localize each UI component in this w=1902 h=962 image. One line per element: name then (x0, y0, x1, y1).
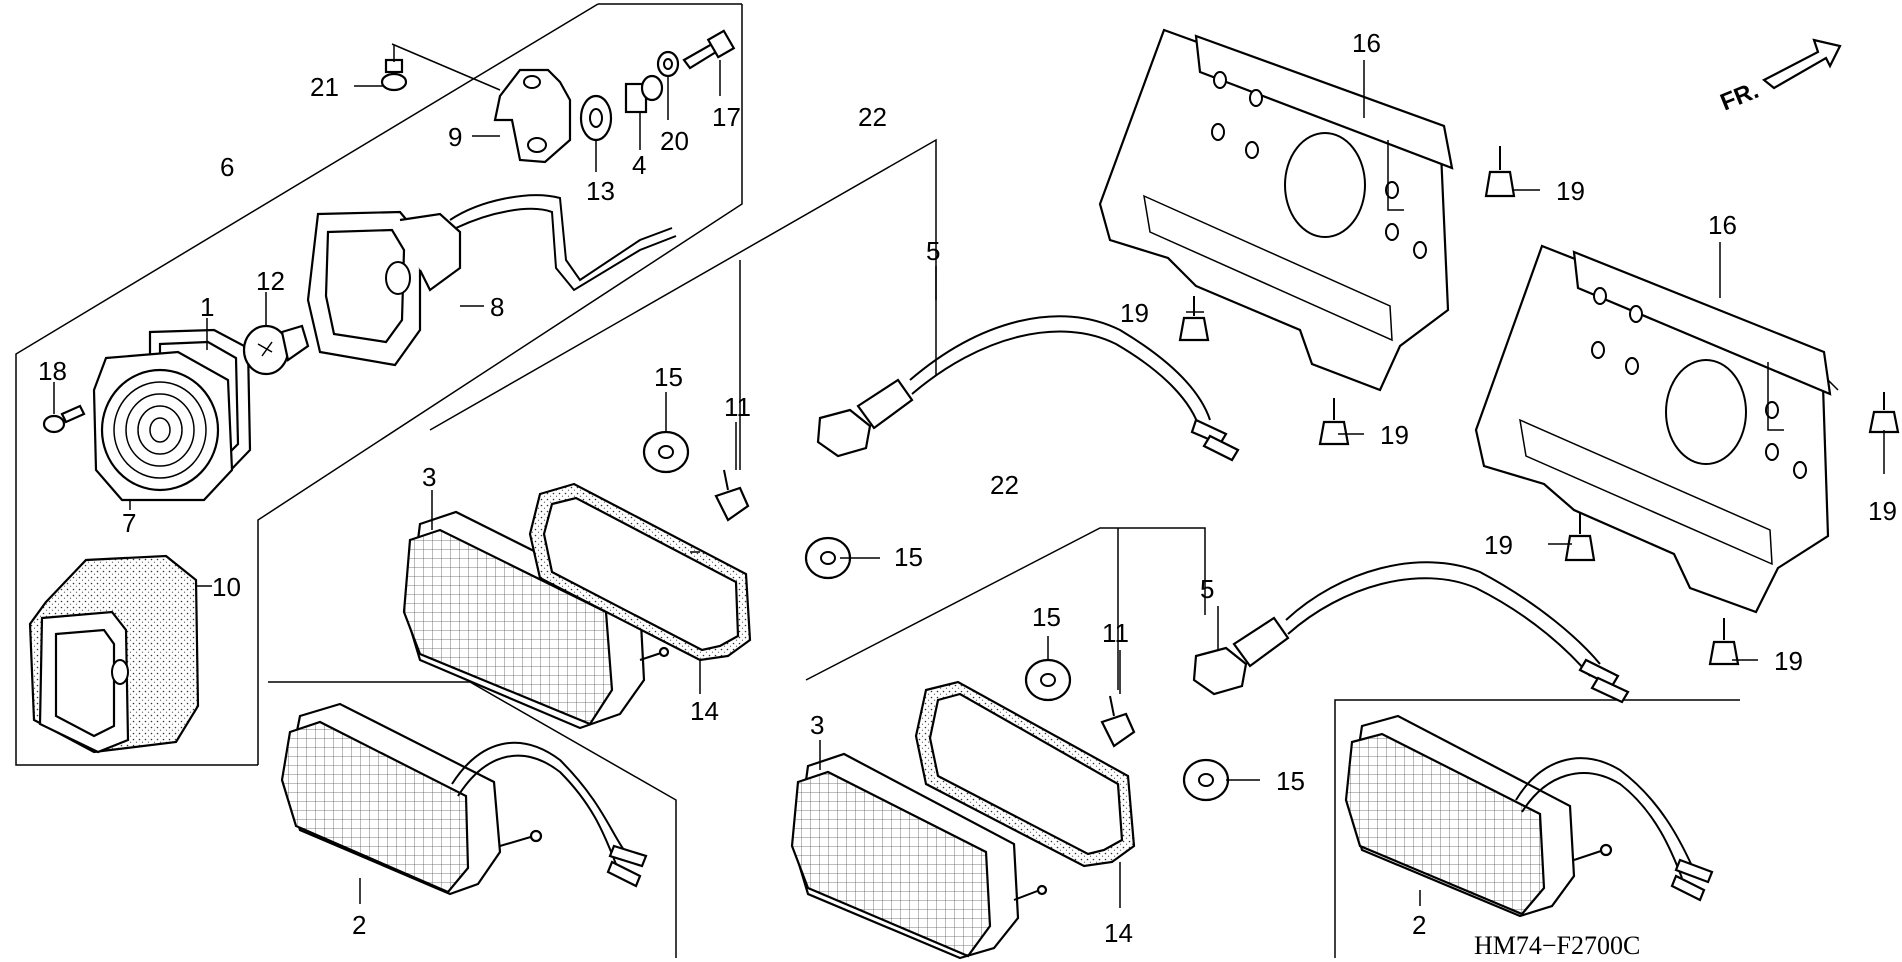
grommet-15-mid (804, 536, 852, 580)
callout-15-c: 15 (1032, 602, 1061, 632)
callout-16-upper: 16 (1352, 28, 1381, 58)
callout-22-lower: 22 (990, 470, 1019, 500)
bulb-11-upper (714, 469, 750, 522)
leader-lines (53, 60, 1885, 908)
callout-22-upper: 22 (858, 102, 887, 132)
callout-15-a: 15 (654, 362, 683, 392)
screw-19-e (1564, 512, 1596, 562)
bracket-9 (493, 68, 572, 164)
callout-11-upper: 11 (724, 392, 751, 422)
callout-19-a: 19 (1556, 176, 1585, 206)
callout-19-b: 19 (1120, 298, 1149, 328)
callout-21: 21 (310, 72, 339, 102)
callout-14-upper: 14 (690, 696, 719, 726)
callout-6: 6 (220, 152, 234, 182)
screw-21 (380, 43, 501, 92)
diagram-code: HM74−F2700C (1474, 931, 1640, 960)
callout-3-upper: 3 (422, 462, 436, 492)
callout-17: 17 (712, 102, 741, 132)
harness-5-upper (816, 315, 1240, 462)
lens-3-lower (790, 752, 1048, 960)
screw-19-f (1708, 618, 1740, 666)
callout-20: 20 (660, 126, 689, 156)
grommet-13 (579, 94, 613, 142)
lamp-2-right (1344, 714, 1714, 918)
callout-19-d: 19 (1868, 496, 1897, 526)
tail-lens-7 (92, 350, 234, 502)
callout-15-b: 15 (894, 542, 923, 572)
callout-5-lower: 5 (1200, 574, 1214, 604)
grommet-icon (642, 430, 690, 474)
callout-19-e: 19 (1484, 530, 1513, 560)
grommet-15-lower-b (1182, 758, 1230, 802)
bolt-17 (682, 29, 736, 70)
screw-19-b (1178, 296, 1210, 342)
harness-5-lower (1192, 561, 1630, 704)
callout-2-left: 2 (352, 910, 366, 940)
callout-2-right: 2 (1412, 910, 1426, 940)
cover-10 (28, 554, 200, 754)
lens-3-upper (402, 510, 670, 730)
callout-19-f: 19 (1774, 646, 1803, 676)
housing-8 (306, 194, 677, 367)
callout-8: 8 (490, 292, 504, 322)
callout-14-lower: 14 (1104, 918, 1133, 948)
callout-10: 10 (212, 572, 241, 602)
grommet-15-lower-a (1024, 658, 1072, 702)
callout-19-c: 19 (1380, 420, 1409, 450)
callout-3-lower: 3 (810, 710, 824, 740)
bulb-11-lower (1100, 695, 1136, 748)
callout-7: 7 (122, 508, 136, 538)
callout-1: 1 (200, 292, 214, 322)
screw-19-a (1484, 146, 1516, 198)
callout-13: 13 (586, 176, 615, 206)
callout-12: 12 (256, 266, 285, 296)
washer-20 (656, 50, 680, 78)
gasket-14-lower (914, 680, 1136, 868)
screw-19-d (1868, 392, 1900, 434)
callout-labels: 21 9 13 4 20 17 6 1 12 8 18 7 10 22 5 15… (38, 28, 1897, 948)
front-direction-label: FR. (1717, 77, 1763, 117)
callout-5-upper: 5 (926, 236, 940, 266)
callout-18: 18 (38, 356, 67, 386)
callout-4: 4 (632, 150, 646, 180)
callout-16-lower: 16 (1708, 210, 1737, 240)
lamp-2-left (280, 702, 648, 896)
bracket-16-lower (1474, 244, 1832, 614)
gasket-14-upper (528, 482, 752, 662)
bracket-16-upper (1098, 28, 1454, 392)
callout-11-lower: 11 (1102, 618, 1129, 648)
callout-9: 9 (448, 122, 462, 152)
group-frames (15, 3, 1839, 958)
bulb-icon (242, 324, 310, 376)
callout-15-d: 15 (1276, 766, 1305, 796)
front-arrow-icon: FR. (1717, 38, 1842, 117)
bolt-4 (624, 74, 664, 114)
screw-icon (42, 404, 86, 434)
screw-19-c (1318, 398, 1350, 446)
